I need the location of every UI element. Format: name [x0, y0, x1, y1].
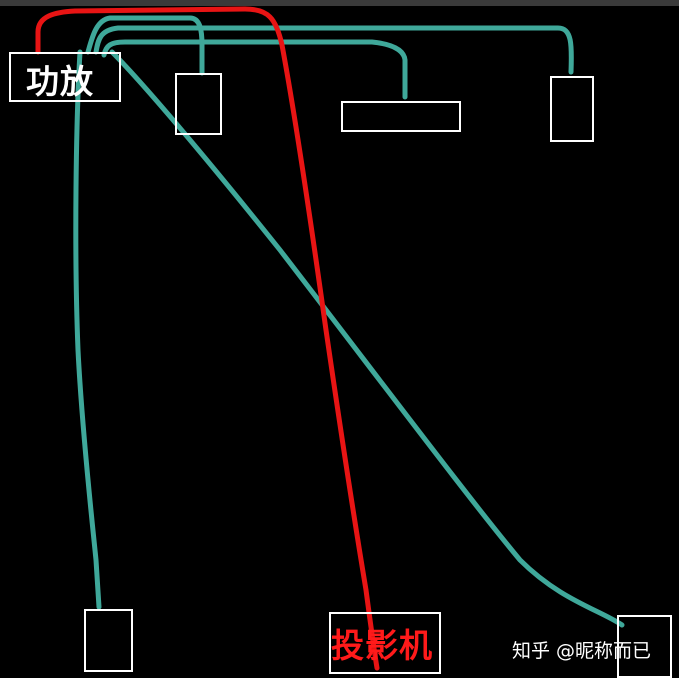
speaker-box-3 [550, 76, 594, 142]
watermark-text: 知乎 @昵称而已 [512, 640, 652, 662]
projector-label: 投影机 [331, 626, 433, 665]
projector-box [329, 612, 441, 674]
top-edge-strip [0, 0, 679, 6]
speaker-wire-to-speaker-5 [109, 49, 625, 628]
speaker-wire-to-speaker-4 [73, 49, 102, 610]
speaker-box-1 [175, 73, 222, 135]
speaker-wire-to-speaker-1 [85, 15, 205, 76]
speaker-box-5 [617, 615, 672, 678]
speaker-wire-to-speaker-2 [101, 39, 408, 100]
amplifier-box [9, 52, 121, 102]
speaker-box-2 [341, 101, 461, 132]
amplifier-label: 功放 [26, 62, 94, 101]
speaker-box-4 [84, 609, 133, 672]
speaker-wire-to-speaker-3 [93, 25, 574, 75]
projector-wire [35, 6, 380, 671]
